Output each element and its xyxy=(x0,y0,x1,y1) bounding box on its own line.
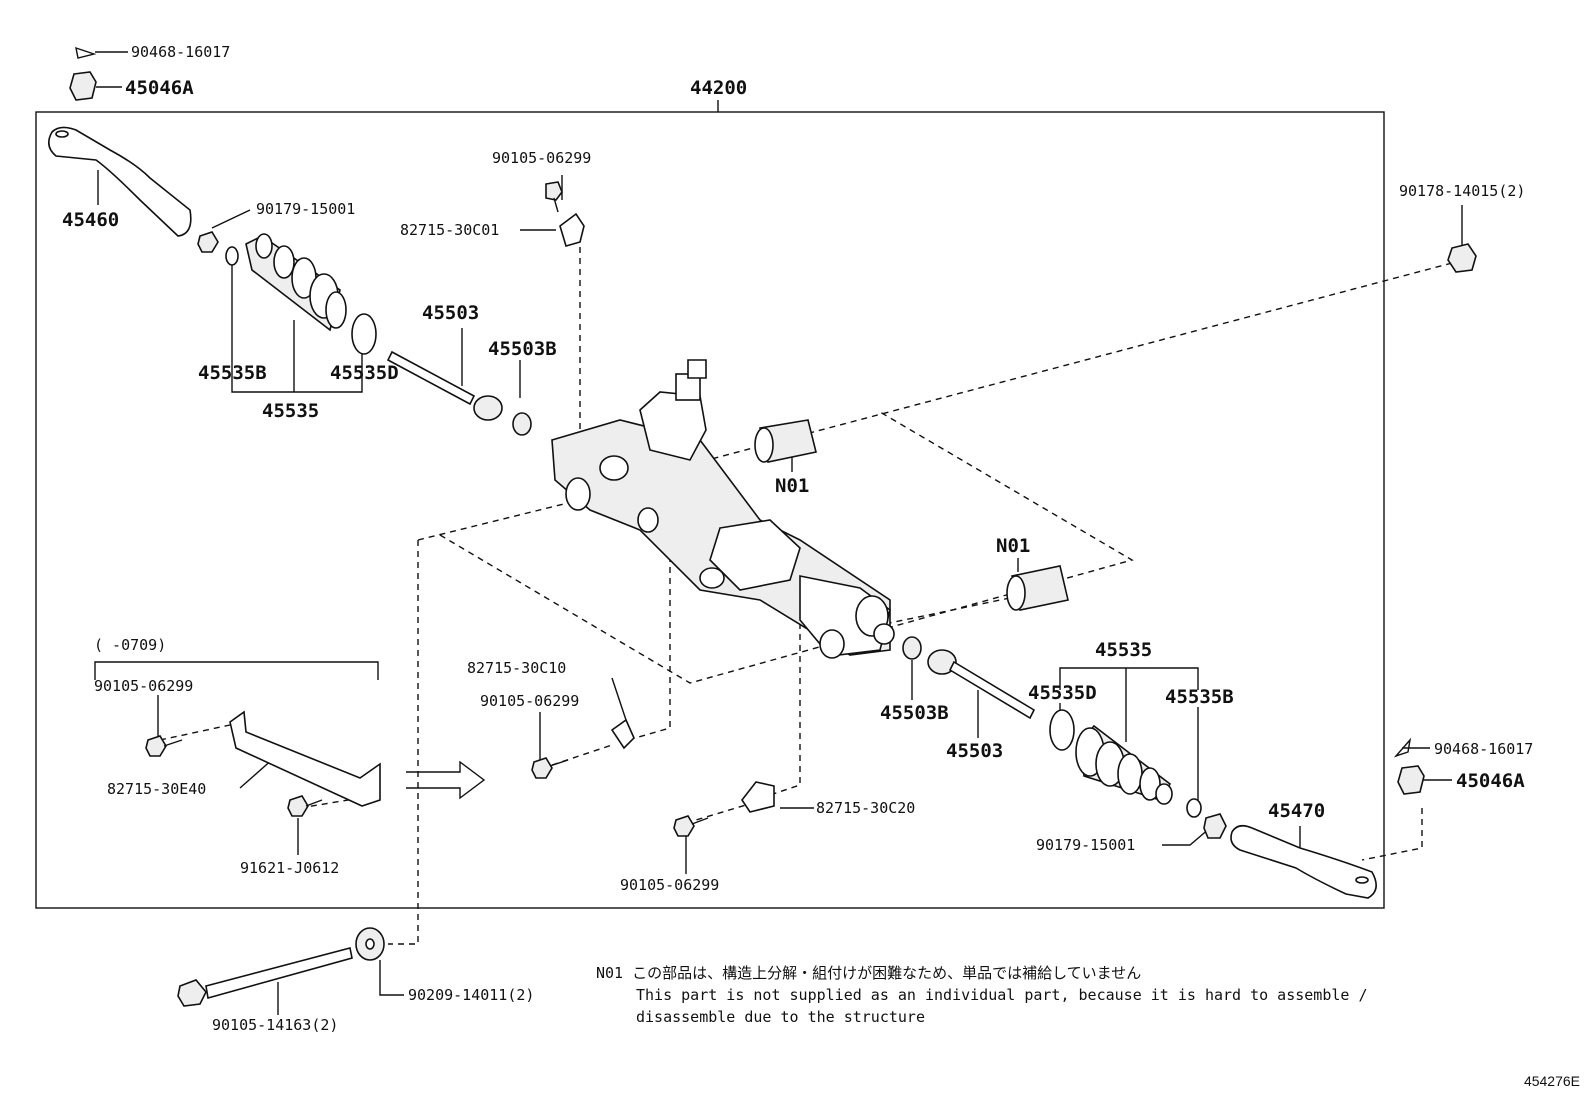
label-bolt-low: 90105-06299 xyxy=(620,876,720,894)
label-bracket-mid: 82715-30C10 xyxy=(467,659,567,677)
nut-right-low xyxy=(1203,813,1227,839)
nut-right xyxy=(1397,765,1425,795)
clamp-right xyxy=(1186,798,1202,818)
bolt-inset xyxy=(145,735,183,757)
bracket-mid xyxy=(610,718,635,750)
label-bracket-top: 82715-30C01 xyxy=(400,221,500,239)
label-cotter-pin-right: 90468-16017 xyxy=(1434,740,1534,758)
label-nut-left: 90179-15001 xyxy=(256,200,356,218)
label-washer-left: 45503B xyxy=(488,338,557,360)
nut-left xyxy=(197,231,219,253)
note-jp: この部品は、構造上分解・組付けが困難なため、単品では補給していません xyxy=(632,964,1142,982)
reference-number: 454276E xyxy=(1523,1073,1580,1089)
nut-right-top xyxy=(1447,243,1477,273)
boot-right xyxy=(1075,724,1173,805)
bolt-mid xyxy=(531,757,569,779)
label-nut-right-top: 90178-14015(2) xyxy=(1399,182,1526,200)
cotter-pin-right xyxy=(1393,737,1412,758)
label-clamp-right: 45535B xyxy=(1165,686,1234,708)
washer-long xyxy=(355,927,385,961)
clamp-left xyxy=(225,246,239,266)
label-bracket-inset: 82715-30E40 xyxy=(107,780,207,798)
label-bolt-inset: 90105-06299 xyxy=(94,677,194,695)
label-nut-right: 45046A xyxy=(1456,770,1525,792)
nut-top xyxy=(69,71,97,101)
label-inner-rod-right: 45503 xyxy=(946,740,1004,762)
label-tie-rod-end-right: 45470 xyxy=(1268,800,1326,822)
assembly-frame xyxy=(35,111,1385,909)
label-bolt-inset-lower: 91621-J0612 xyxy=(240,859,340,877)
note-en1: This part is not supplied as an individu… xyxy=(636,986,1368,1004)
note-line-jp: N01 この部品は、構造上分解・組付けが困難なため、単品では補給していません xyxy=(596,962,1141,984)
band-left xyxy=(351,313,377,355)
bushing-upper xyxy=(754,419,817,463)
note-en2: disassemble due to the structure xyxy=(636,1008,925,1026)
bracket-low xyxy=(741,781,775,813)
label-date-range: ( -0709) xyxy=(94,636,167,654)
label-nut-top: 45046A xyxy=(125,77,194,99)
bolt-inset-lower xyxy=(287,795,323,817)
boot-left xyxy=(245,233,347,332)
label-n01-lower: N01 xyxy=(996,535,1031,557)
label-band-right: 45535D xyxy=(1028,682,1097,704)
label-inner-rod-left: 45503 xyxy=(422,302,480,324)
label-cotter-pin-top: 90468-16017 xyxy=(131,43,231,61)
label-washer-long: 90209-14011(2) xyxy=(408,986,535,1004)
steering-rack xyxy=(551,359,895,659)
long-bolt xyxy=(177,947,353,1007)
bracket-inset xyxy=(229,710,381,807)
label-n01-upper: N01 xyxy=(775,475,810,497)
label-bolt-mid: 90105-06299 xyxy=(480,692,580,710)
label-band-left: 45535D xyxy=(330,362,399,384)
label-bolt-top: 90105-06299 xyxy=(492,149,592,167)
band-right xyxy=(1049,709,1075,751)
label-clamp-left: 45535B xyxy=(198,362,267,384)
label-boot-right: 45535 xyxy=(1095,639,1153,661)
label-nut-right-low: 90179-15001 xyxy=(1036,836,1136,854)
inner-rod-left xyxy=(386,350,503,421)
label-tie-rod-end-left: 45460 xyxy=(62,209,120,231)
label-boot-left: 45535 xyxy=(262,400,320,422)
label-assembly: 44200 xyxy=(690,77,748,99)
tie-rod-end-right xyxy=(1230,824,1377,899)
inner-rod-right xyxy=(927,649,1036,720)
bushing-lower xyxy=(1006,565,1069,611)
cotter-pin-top xyxy=(75,46,97,59)
note-code: N01 xyxy=(596,964,624,982)
tie-rod-end-left xyxy=(48,126,192,237)
label-washer-right: 45503B xyxy=(880,702,949,724)
label-bracket-low: 82715-30C20 xyxy=(816,799,916,817)
bolt-top xyxy=(545,181,563,213)
bolt-low xyxy=(673,815,709,837)
washer-left xyxy=(512,412,532,436)
bracket-top xyxy=(559,212,585,247)
washer-right xyxy=(902,636,922,660)
label-long-bolt: 90105-14163(2) xyxy=(212,1016,339,1034)
